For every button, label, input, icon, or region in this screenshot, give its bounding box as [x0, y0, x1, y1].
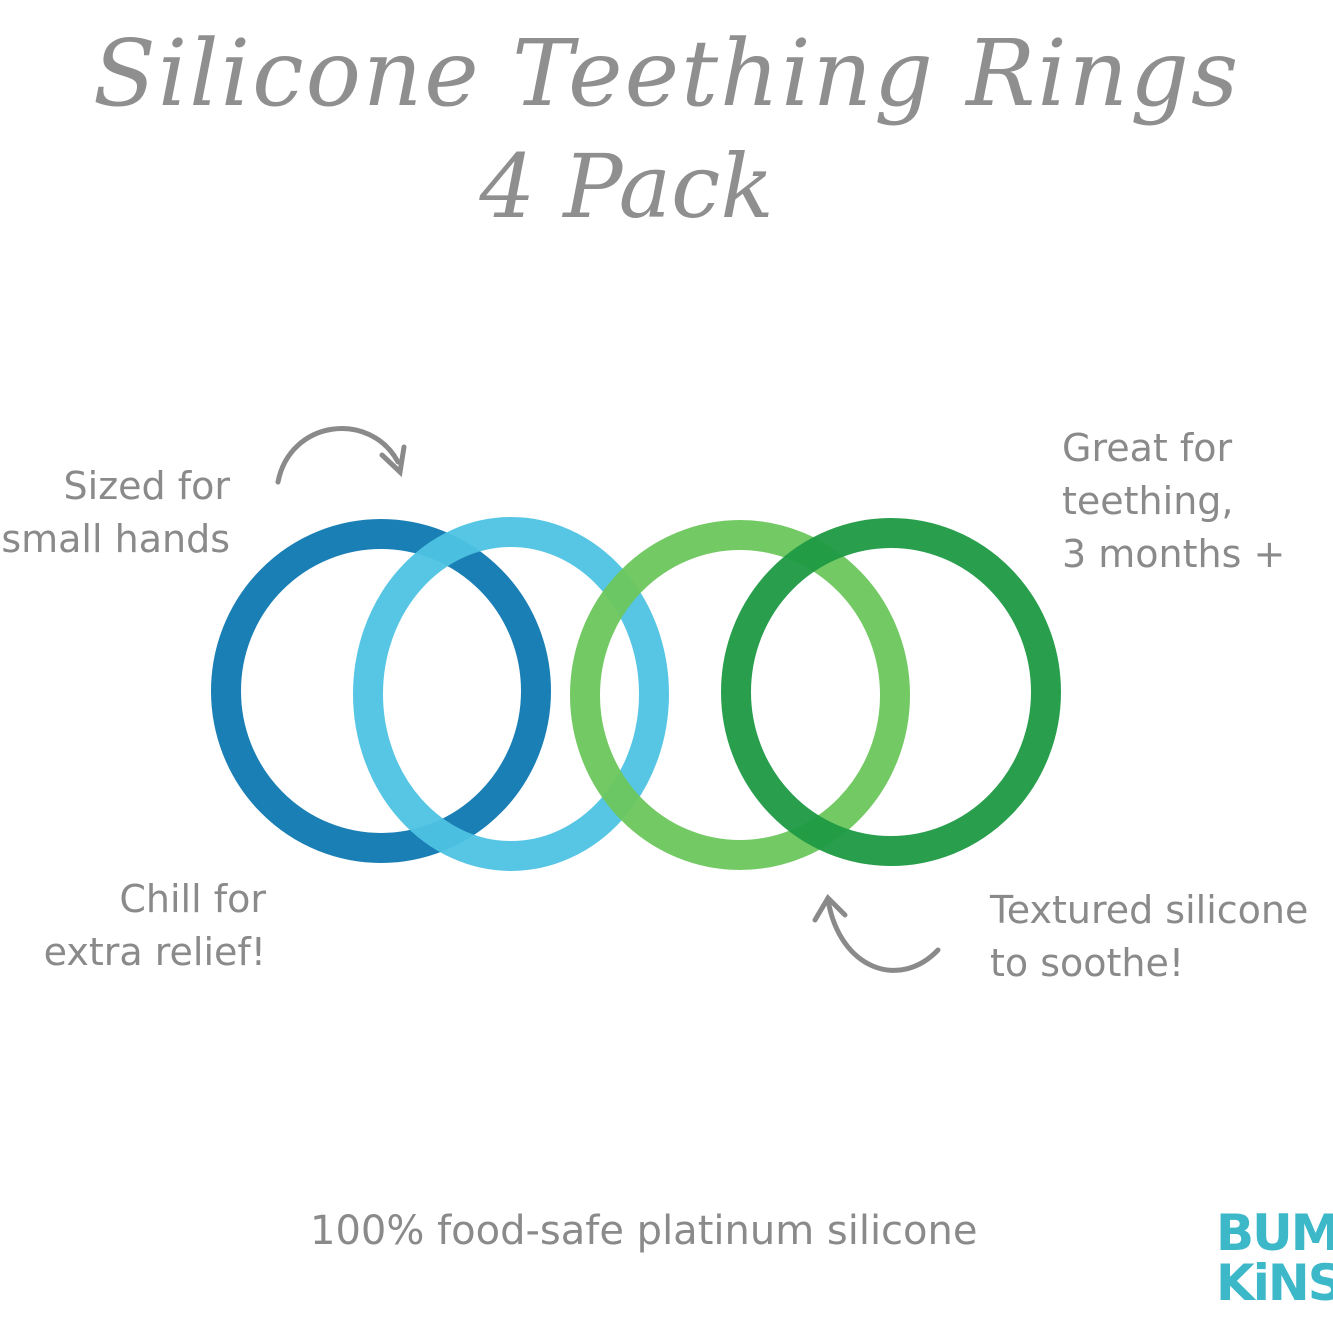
- title-line-2: 4 Pack: [479, 135, 774, 238]
- footer-text: 100% food-safe platinum silicone: [310, 1208, 978, 1254]
- callout-text: Great for: [1062, 426, 1233, 470]
- ring-light-blue: [353, 517, 669, 871]
- callout-chill: Chill for extra relief!: [0, 873, 266, 979]
- arrow-top-icon: [275, 426, 401, 485]
- bumkins-logo: BUM KiNS: [1216, 1208, 1333, 1308]
- ring-light-green: [570, 520, 910, 870]
- logo-line-2: KiNS: [1216, 1254, 1333, 1312]
- callout-text: small hands: [1, 517, 230, 561]
- callout-sized: Sized for small hands: [0, 460, 230, 566]
- callout-textured: Textured silicone to soothe!: [990, 884, 1308, 990]
- callout-text: to soothe!: [990, 941, 1185, 985]
- callout-text: extra relief!: [43, 930, 266, 974]
- arrow-bottom-head-icon: [812, 893, 848, 923]
- logo-line-1: BUM: [1216, 1204, 1333, 1262]
- ring-dark-green: [721, 518, 1061, 866]
- arrow-top-head-icon: [379, 444, 407, 478]
- callout-text: Textured silicone: [990, 888, 1309, 932]
- callout-text: Sized for: [63, 464, 230, 508]
- title-line-1: Silicone Teething Rings: [92, 20, 1241, 127]
- callout-teething: Great for teething, 3 months +: [1062, 422, 1285, 581]
- ring-dark-blue: [211, 519, 551, 863]
- arrow-bottom-icon: [825, 897, 941, 973]
- callout-text: 3 months +: [1062, 532, 1286, 576]
- callout-text: Chill for: [119, 877, 266, 921]
- callout-text: teething,: [1062, 479, 1234, 523]
